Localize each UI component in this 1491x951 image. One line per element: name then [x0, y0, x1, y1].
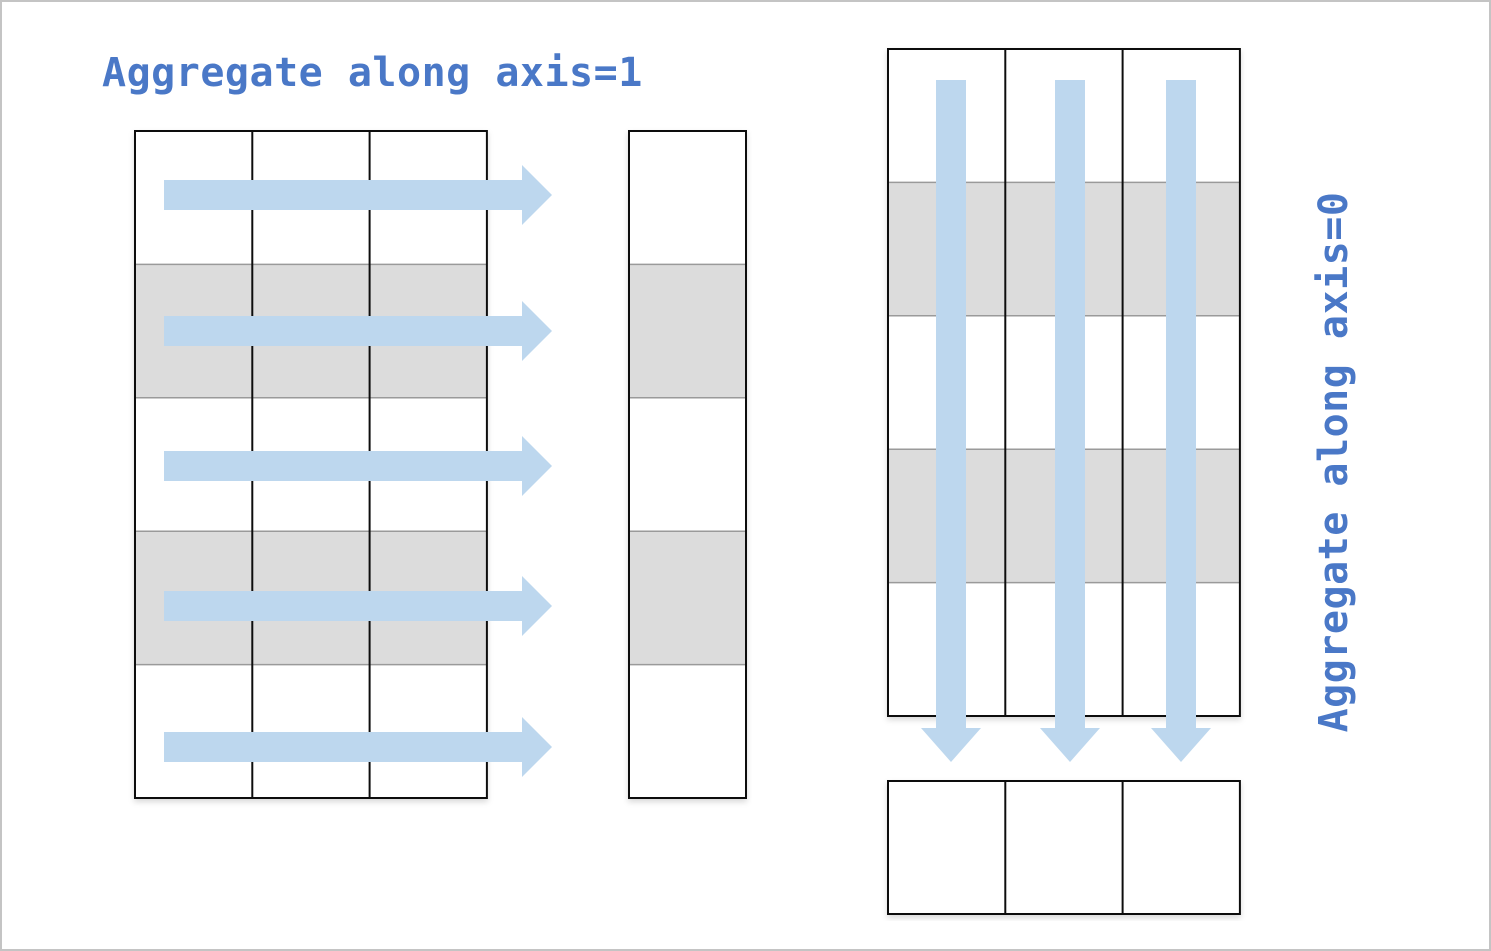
result-row-outline	[887, 780, 1241, 915]
result-column-background	[629, 131, 746, 798]
row-arrow	[164, 165, 552, 225]
axis1-diagram	[134, 130, 747, 799]
result-column-grid	[628, 130, 747, 799]
column-arrow	[1040, 80, 1100, 762]
axis0-diagram	[887, 48, 1241, 915]
result-column-outline	[628, 130, 747, 799]
result-row-grid	[887, 780, 1241, 915]
result-row-background	[888, 781, 1240, 914]
result-column-shaded-row	[629, 531, 746, 665]
row-arrow	[164, 436, 552, 496]
row-arrow	[164, 576, 552, 636]
column-arrow	[921, 80, 981, 762]
axis1-title: Aggregate along axis=1	[102, 50, 643, 96]
column-arrow	[1151, 80, 1211, 762]
result-column-shaded-row	[629, 264, 746, 398]
row-arrow	[164, 301, 552, 361]
row-arrow	[164, 717, 552, 777]
